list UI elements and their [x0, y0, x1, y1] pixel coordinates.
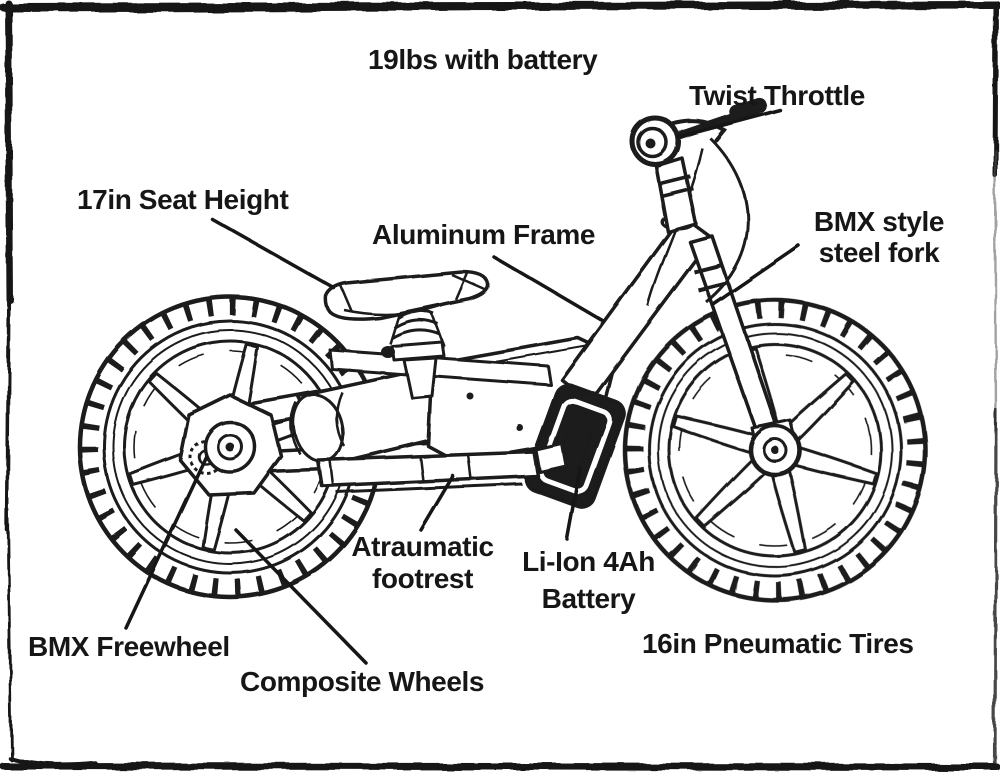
label-composite-wheels: Composite Wheels: [240, 666, 485, 697]
label-steel-fork-line1: BMX style: [813, 206, 945, 237]
twist-throttle-grip: [629, 115, 681, 167]
seat: [324, 270, 490, 400]
label-weight: 19lbs with battery: [368, 44, 598, 75]
leader-freewheel: [124, 455, 208, 630]
leader-aluminum-frame: [492, 255, 605, 323]
label-pneumatic-tires: 16in Pneumatic Tires: [642, 628, 914, 659]
label-footrest-line2: footrest: [371, 563, 474, 594]
freewheel-hub: [178, 393, 283, 497]
battery-pack: [524, 383, 626, 509]
label-footrest-line1: Atraumatic: [351, 531, 494, 562]
label-twist-throttle: Twist Throttle: [689, 80, 865, 111]
label-battery-line2: Battery: [541, 583, 636, 614]
bike-drawing: [52, 97, 957, 632]
label-seat-height: 17in Seat Height: [77, 184, 289, 215]
label-steel-fork: BMX style steel fork: [793, 206, 965, 268]
label-steel-fork-line2: steel fork: [818, 237, 940, 268]
leader-footrest: [419, 474, 455, 532]
leader-twist-throttle: [676, 108, 782, 139]
leader-composite-wheels: [234, 528, 368, 665]
label-aluminum-frame: Aluminum Frame: [372, 219, 596, 250]
label-battery-line1: Li-Ion 4Ah: [522, 546, 655, 577]
leader-battery: [565, 466, 582, 541]
label-freewheel: BMX Freewheel: [28, 631, 230, 662]
label-battery: Li-Ion 4Ah Battery: [496, 543, 681, 617]
leader-lines: [124, 108, 801, 665]
leader-seat-height: [210, 217, 336, 290]
seat-tube: [328, 348, 553, 387]
footrest-bar: [316, 442, 568, 494]
leader-steel-fork: [712, 244, 801, 306]
steel-fork: [688, 234, 801, 476]
handlebar: [629, 97, 767, 307]
label-footrest: Atraumatic footrest: [330, 531, 515, 595]
